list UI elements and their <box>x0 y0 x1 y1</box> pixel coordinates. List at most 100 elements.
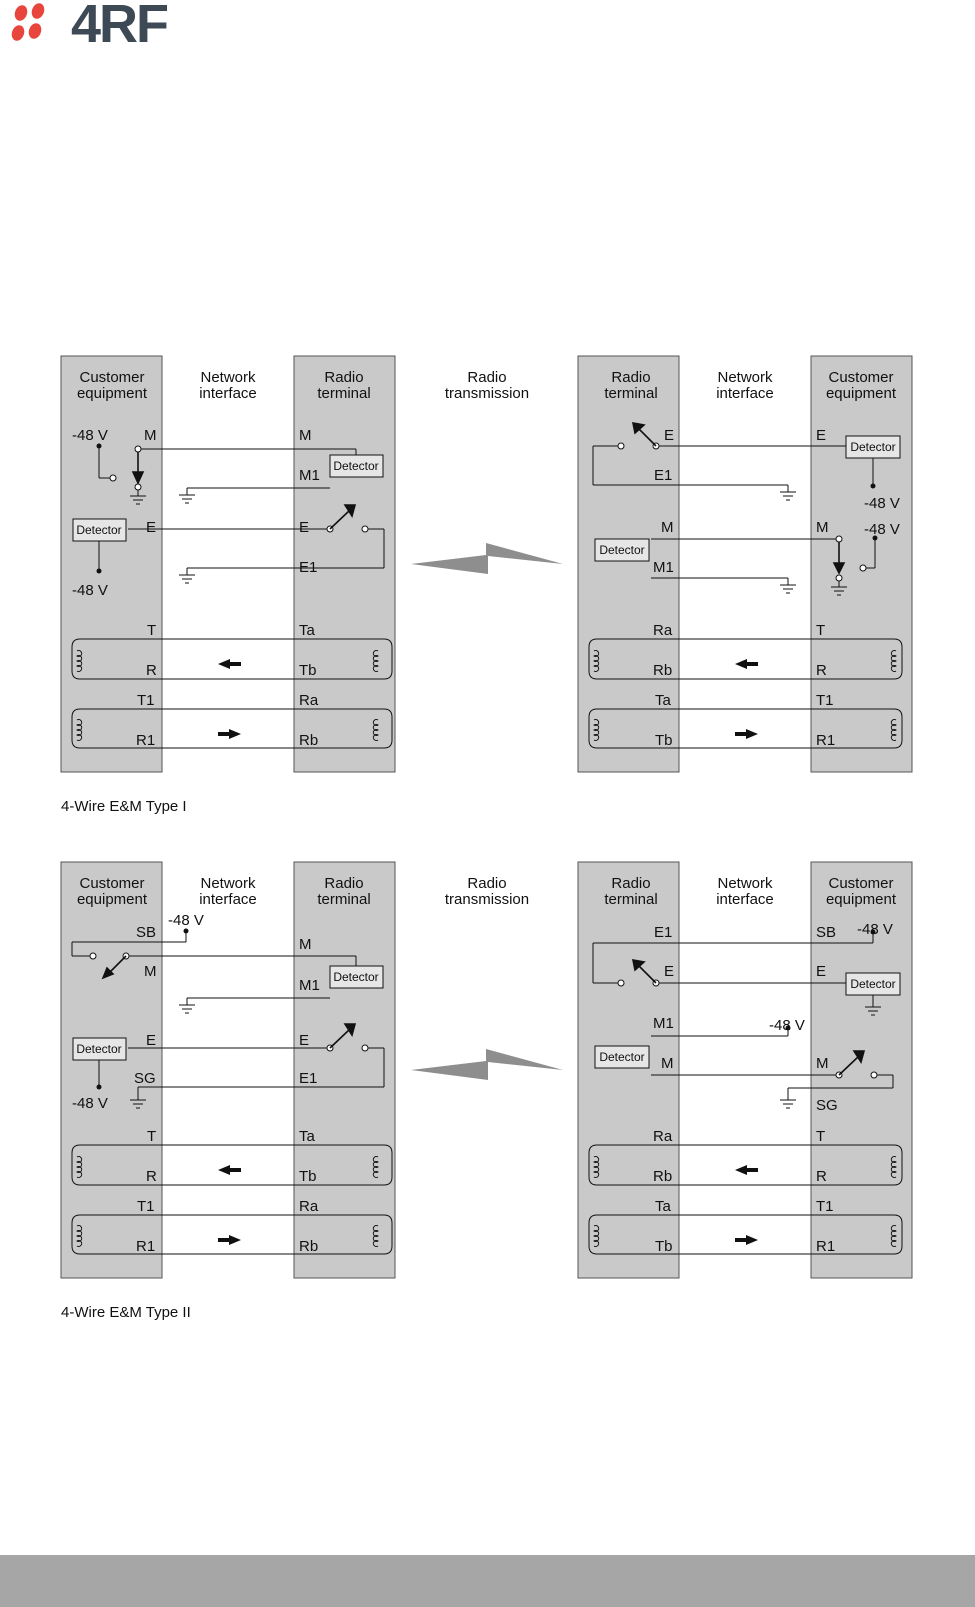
right-customer-panel <box>810 355 913 773</box>
header-network-line2: interface <box>716 385 774 402</box>
diagram-caption: 4-Wire E&M Type II <box>61 1304 191 1321</box>
voltage-label: -48 V <box>72 427 108 444</box>
terminal-label: M <box>816 519 829 536</box>
arrow-right-icon <box>218 1235 241 1245</box>
terminal-label: T1 <box>137 1198 155 1215</box>
terminal-label: R1 <box>136 1238 155 1255</box>
voltage-label: -48 V <box>857 921 893 938</box>
terminal-label: R1 <box>816 732 835 749</box>
header-radio-line2: terminal <box>317 385 370 402</box>
terminal-label: Tb <box>655 1238 673 1255</box>
switch-arms <box>101 955 866 1076</box>
terminal-label: R <box>146 662 157 679</box>
signal-arrows <box>218 659 758 739</box>
arrow-right-icon <box>735 1235 758 1245</box>
header-customer-line1: Customer <box>828 369 893 386</box>
svg-text:Detector: Detector <box>599 1050 644 1064</box>
header-network-line1: Network <box>717 369 773 386</box>
right-radio-panel <box>577 355 680 773</box>
header-transmission-line1: Radio <box>467 369 506 386</box>
svg-text:Detector: Detector <box>76 1042 121 1056</box>
terminal-label: M1 <box>299 467 320 484</box>
page-footer-bar <box>0 1555 975 1607</box>
terminal-label: E <box>816 963 826 980</box>
terminal-label: SG <box>816 1097 838 1114</box>
company-logo: 4RF <box>8 0 193 54</box>
svg-text:Detector: Detector <box>599 543 644 557</box>
arrow-right-icon <box>735 729 758 739</box>
voltage-label: -48 V <box>864 521 900 538</box>
terminal-label: M1 <box>299 977 320 994</box>
terminal-label: E <box>816 427 826 444</box>
voltage-label: -48 V <box>769 1017 805 1034</box>
transformer-coils <box>76 650 897 741</box>
arrow-left-icon <box>218 1165 241 1175</box>
switch-arms <box>131 422 846 575</box>
header-transmission-line2: transmission <box>445 385 529 402</box>
arrow-left-icon <box>218 659 241 669</box>
terminal-label: SB <box>136 924 156 941</box>
terminal-label: Ra <box>299 692 319 709</box>
em-type2-diagram: Customer equipment Network interface Rad… <box>60 861 913 1279</box>
arrow-left-icon <box>735 1165 758 1175</box>
wiring <box>71 931 903 1255</box>
terminal-label: T <box>147 1128 156 1145</box>
transformer-coils <box>76 1156 897 1247</box>
terminal-label: E <box>299 1032 309 1049</box>
terminal-label: SB <box>816 924 836 941</box>
junction-dots <box>96 928 876 1090</box>
terminal-label: R <box>816 1168 827 1185</box>
header-network-line2: interface <box>199 891 257 908</box>
detectors: Detector Detector Detector Detector <box>72 965 901 1069</box>
radio-link-bolt-icon <box>411 1049 563 1080</box>
terminal-label: M <box>661 1055 674 1072</box>
terminal-label: Ta <box>655 692 672 709</box>
terminal-label: Rb <box>299 1238 318 1255</box>
terminal-label: T <box>816 1128 825 1145</box>
terminal-label: Rb <box>653 1168 672 1185</box>
voltage-label: -48 V <box>72 1095 108 1112</box>
header-customer-line2: equipment <box>77 891 148 908</box>
diagram-caption: 4-Wire E&M Type I <box>61 798 187 815</box>
wiring <box>71 442 903 749</box>
terminal-label: E1 <box>299 1070 317 1087</box>
terminal-label: R <box>146 1168 157 1185</box>
right-radio-panel <box>577 861 680 1279</box>
header-customer-line1: Customer <box>79 369 144 386</box>
radio-link-bolt-icon <box>411 543 563 574</box>
voltage-label: -48 V <box>864 495 900 512</box>
header-network-line2: interface <box>199 385 257 402</box>
terminal-label: E <box>299 519 309 536</box>
left-customer-panel <box>60 355 163 773</box>
voltage-label: -48 V <box>168 912 204 929</box>
junction-dots <box>96 443 878 574</box>
header-network-line1: Network <box>717 875 773 892</box>
svg-text:Detector: Detector <box>850 977 895 991</box>
header-radio-line1: Radio <box>324 875 363 892</box>
terminal-label: R1 <box>136 732 155 749</box>
header-network-line2: interface <box>716 891 774 908</box>
terminal-label: Ta <box>299 1128 316 1145</box>
logo-text: 4RF <box>71 0 169 54</box>
left-radio-panel <box>293 861 396 1279</box>
terminal-label: T1 <box>816 1198 834 1215</box>
svg-text:Detector: Detector <box>850 440 895 454</box>
header-radio-line2: terminal <box>317 891 370 908</box>
terminal-label: E <box>664 963 674 980</box>
voltage-label: -48 V <box>72 582 108 599</box>
terminal-label: E1 <box>654 924 672 941</box>
arrow-left-icon <box>735 659 758 669</box>
terminal-label: R <box>816 662 827 679</box>
terminal-label: M <box>661 519 674 536</box>
terminal-label: Ta <box>299 622 316 639</box>
terminal-label: M <box>299 427 312 444</box>
terminal-label: M <box>299 936 312 953</box>
svg-text:Detector: Detector <box>333 459 378 473</box>
terminal-label: E1 <box>654 467 672 484</box>
terminal-label: Tb <box>299 662 317 679</box>
detectors: Detector Detector Detector Detector <box>72 435 901 562</box>
terminal-label: E <box>146 519 156 536</box>
logo-mark-icon <box>11 3 45 41</box>
arrow-right-icon <box>218 729 241 739</box>
terminal-label: T <box>147 622 156 639</box>
